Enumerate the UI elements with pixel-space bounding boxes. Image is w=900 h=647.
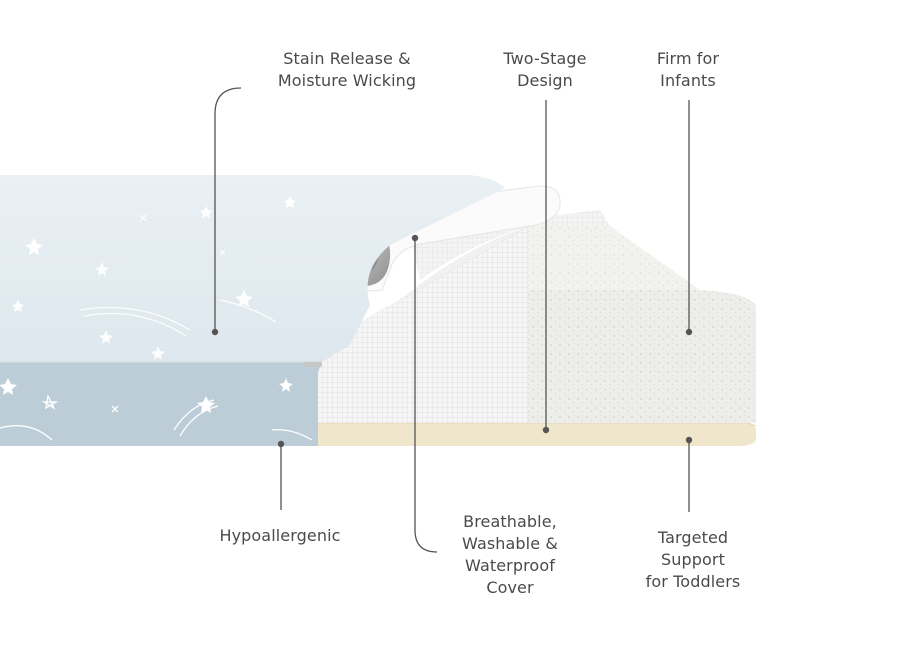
label-targeted-support: Targeted Support for Toddlers xyxy=(645,528,741,591)
label-stain-release: Stain Release & Moisture Wicking xyxy=(277,49,417,90)
leader-breathable xyxy=(414,240,438,553)
infant-foam-block xyxy=(528,226,756,423)
leader-dots xyxy=(211,234,693,448)
fitted-sheet xyxy=(0,175,505,446)
leader-stain xyxy=(214,87,242,330)
label-breathable-cover: Breathable, Washable & Waterproof Cover xyxy=(462,512,558,597)
leader-lines xyxy=(214,87,690,553)
label-two-stage-design: Two-Stage Design xyxy=(503,49,587,90)
label-firm-for-infants: Firm for Infants xyxy=(656,49,720,90)
label-hypoallergenic: Hypoallergenic xyxy=(219,526,341,545)
star-pattern xyxy=(12,196,296,360)
